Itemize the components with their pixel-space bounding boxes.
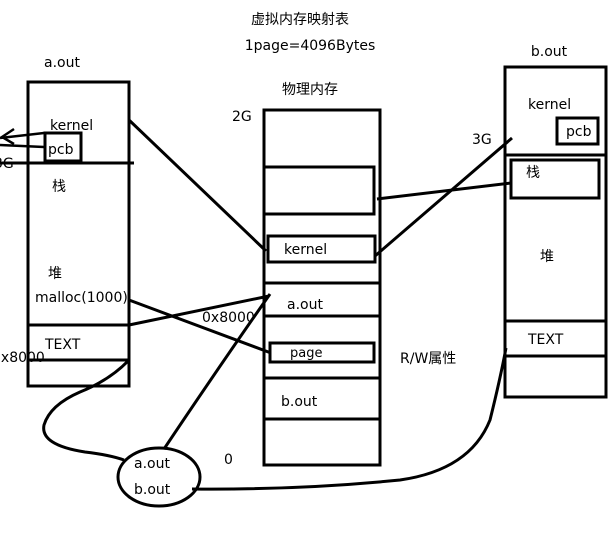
physical-title: 物理内存	[282, 82, 338, 98]
left-text-to-circle	[42, 358, 131, 462]
left-malloc-label: malloc(1000)	[35, 290, 128, 306]
shared-circle-aout: a.out	[134, 456, 170, 472]
left-address-space	[26, 80, 131, 388]
physical-addr-label: 0x8000	[202, 310, 255, 326]
physical-page-label: page	[290, 346, 322, 361]
shared-code-circle	[116, 446, 202, 508]
right-stack-to-physical-stack	[376, 181, 512, 201]
left-kernel-label: kernel	[50, 118, 93, 134]
left-pcb-arrow-line	[0, 131, 45, 140]
right-kernel-label: kernel	[528, 97, 571, 113]
diagram-title: 虚拟内存映射表	[251, 12, 349, 28]
left-pcb-arrow-line-2	[0, 143, 45, 149]
left-pcb-arrow-head	[0, 127, 15, 146]
right-text-box	[503, 319, 608, 358]
physical-aout-label: a.out	[287, 297, 323, 313]
diagram-subtitle: 1page=4096Bytes	[245, 38, 376, 54]
physical-kernel-label: kernel	[284, 242, 327, 258]
right-text-label: TEXT	[527, 332, 564, 348]
right-kernel-to-physical-kernel	[374, 136, 513, 258]
left-malloc-to-physical-page	[128, 298, 272, 355]
left-kernel-to-physical-kernel	[127, 118, 268, 253]
physical-2g-label: 2G	[232, 109, 252, 125]
left-heap-label: 堆	[48, 266, 62, 282]
right-text-to-circle	[191, 347, 508, 491]
physical-zero-label: 0	[224, 452, 233, 468]
shared-circle-bout: b.out	[134, 482, 171, 498]
physical-bout-label: b.out	[281, 394, 318, 410]
circle-to-physical-aout	[162, 293, 272, 450]
physical-rw-label: R/W属性	[400, 351, 456, 367]
left-text-to-physical-aout	[128, 294, 270, 327]
right-pcb-box	[555, 116, 600, 146]
physical-stack-frame	[262, 165, 376, 216]
right-3g-label: 3G	[472, 132, 492, 148]
right-stack-label: 栈	[526, 165, 540, 181]
left-pcb-label: pcb	[48, 142, 74, 158]
right-address-space	[503, 65, 608, 399]
physical-memory-block	[262, 108, 382, 467]
left-pcb-box	[43, 131, 83, 163]
right-stack-box	[509, 158, 601, 200]
left-text-box	[26, 323, 131, 362]
right-pcb-label: pcb	[566, 124, 592, 140]
left-3g-label: 3G	[0, 156, 14, 172]
left-process-title: a.out	[44, 55, 80, 71]
left-text-label: TEXT	[44, 337, 81, 353]
right-process-title: b.out	[531, 44, 568, 60]
left-stack-label: 栈	[52, 179, 66, 195]
physical-kernel-frame	[266, 234, 377, 264]
right-heap-label: 堆	[540, 249, 554, 265]
left-addr-label: 0x8000	[0, 350, 45, 366]
